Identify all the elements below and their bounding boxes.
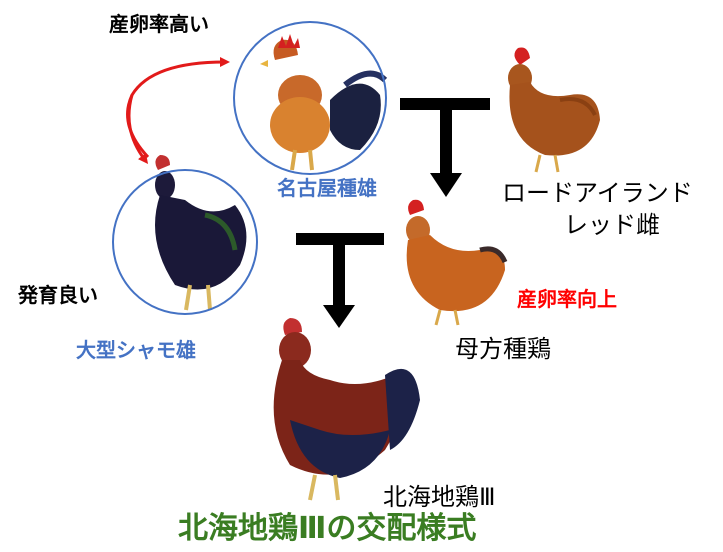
good-growth-label: 発育良い bbox=[18, 283, 98, 307]
egg-rate-improved-label: 産卵率向上 bbox=[517, 287, 617, 311]
cross-arrow-top bbox=[400, 98, 490, 197]
maternal-hen-illustration bbox=[406, 199, 508, 326]
result-breed-illustration bbox=[273, 318, 420, 501]
page-title: 北海地鶏Ⅲの交配様式 bbox=[178, 511, 477, 546]
arrow-to-nagoya bbox=[126, 57, 230, 159]
shamo-male-label: 大型シャモ雄 bbox=[76, 338, 196, 362]
arrow-to-shamo bbox=[127, 94, 149, 164]
high-egg-rate-label: 産卵率高い bbox=[109, 12, 209, 36]
rir-label-line1: ロードアイランド bbox=[502, 179, 693, 207]
shamo-circle bbox=[112, 169, 258, 315]
nagoya-male-label: 名古屋種雄 bbox=[277, 176, 377, 200]
nagoya-circle bbox=[233, 21, 387, 175]
result-breed-label: 北海地鶏Ⅲ bbox=[383, 483, 496, 511]
maternal-breed-label: 母方種鶏 bbox=[455, 335, 551, 363]
rir-label-line2: レッド雌 bbox=[564, 211, 660, 239]
cross-arrow-middle bbox=[296, 233, 384, 328]
shamo-rooster-illustration bbox=[155, 155, 247, 311]
nagoya-rooster-illustration bbox=[260, 34, 388, 171]
rir-hen-illustration bbox=[508, 47, 600, 173]
